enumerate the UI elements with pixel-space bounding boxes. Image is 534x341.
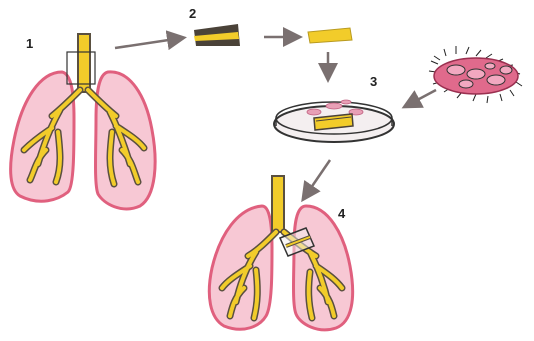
transplanted-lungs-icon <box>209 176 352 330</box>
step-label-3: 3 <box>370 74 377 89</box>
trachea-segment-icon <box>194 24 240 46</box>
decellularized-scaffold-icon <box>308 28 352 43</box>
cells-icon <box>429 46 522 103</box>
petri-dish-icon <box>274 100 394 142</box>
arrow-dish-lungs <box>304 160 330 198</box>
lungs-icon <box>11 34 155 209</box>
arrow-1-2 <box>115 38 182 48</box>
step-label-4: 4 <box>338 206 345 221</box>
arrow-cells-dish <box>406 90 436 106</box>
step-label-2: 2 <box>189 6 196 21</box>
step-label-1: 1 <box>26 36 33 51</box>
